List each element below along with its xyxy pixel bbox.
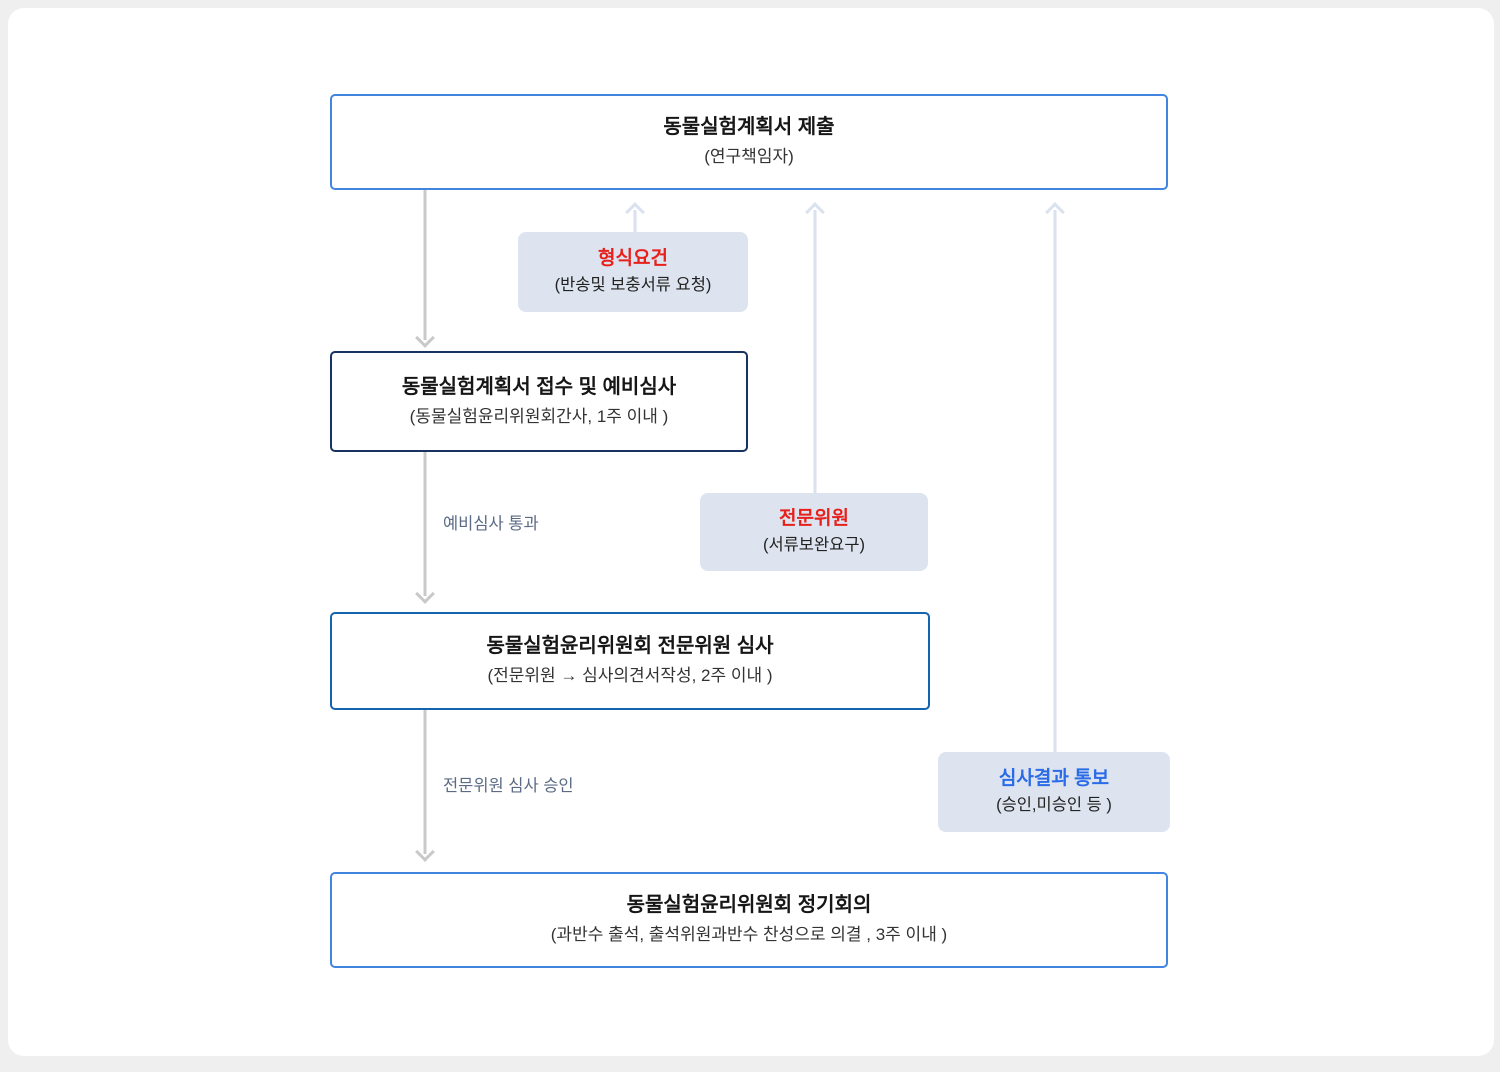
arrow-head-icon bbox=[415, 584, 435, 604]
arrow-head-icon bbox=[805, 202, 825, 222]
up-arrow-icon bbox=[805, 202, 825, 493]
down-arrow-icon bbox=[415, 190, 435, 348]
arrow-head-icon bbox=[415, 842, 435, 862]
up-arrow-icon bbox=[625, 202, 645, 232]
box-subtitle: (동물실험윤리위원회간사, 1주 이내 ) bbox=[409, 406, 669, 426]
up-arrow-icon bbox=[1045, 202, 1065, 752]
down-arrow-icon bbox=[415, 452, 435, 604]
arrow-head-icon bbox=[625, 202, 645, 222]
box-title: 동물실험계획서 접수 및 예비심사 bbox=[401, 375, 677, 398]
box-expert-committee-review: 동물실험윤리위원회 전문위원 심사 (전문위원 → 심사의견서작성, 2주 이내… bbox=[330, 612, 930, 710]
callout-subtitle: (서류보완요구) bbox=[762, 536, 866, 555]
box-title: 동물실험윤리위원회 전문위원 심사 bbox=[486, 635, 774, 658]
callout-review-result-notice: 심사결과 통보 (승인,미승인 등 ) bbox=[938, 752, 1170, 832]
arrow-line bbox=[1053, 210, 1057, 752]
arrow-head-icon bbox=[415, 328, 435, 348]
edge-label-expert-approval: 전문위원 심사 승인 bbox=[443, 777, 574, 795]
callout-title: 전문위원 bbox=[779, 507, 849, 529]
arrow-line bbox=[633, 210, 637, 232]
box-regular-committee-meeting: 동물실험윤리위원회 정기회의 (과반수 출석, 출석위원과반수 찬성으로 의결 … bbox=[330, 872, 1168, 968]
box-plan-submission: 동물실험계획서 제출 (연구책임자) bbox=[330, 94, 1168, 190]
box-subtitle: (연구책임자) bbox=[704, 147, 794, 167]
callout-subtitle: (반송및 보충서류 요청) bbox=[554, 276, 712, 295]
callout-title: 심사결과 통보 bbox=[998, 767, 1110, 789]
box-receipt-preliminary-review: 동물실험계획서 접수 및 예비심사 (동물실험윤리위원회간사, 1주 이내 ) bbox=[330, 351, 748, 452]
callout-expert-member: 전문위원 (서류보완요구) bbox=[700, 493, 928, 571]
arrow-line bbox=[423, 710, 427, 854]
arrow-line bbox=[813, 210, 817, 493]
callout-title: 형식요건 bbox=[598, 247, 668, 269]
down-arrow-icon bbox=[415, 710, 435, 862]
arrow-head-icon bbox=[1045, 202, 1065, 222]
box-subtitle: (전문위원 → 심사의견서작성, 2주 이내 ) bbox=[487, 666, 773, 686]
arrow-line bbox=[423, 190, 427, 340]
box-title: 동물실험윤리위원회 정기회의 bbox=[626, 894, 872, 917]
edge-label-preliminary-pass: 예비심사 통과 bbox=[443, 515, 539, 533]
callout-formal-requirements: 형식요건 (반송및 보충서류 요청) bbox=[518, 232, 748, 312]
box-title: 동물실험계획서 제출 bbox=[663, 116, 835, 139]
callout-subtitle: (승인,미승인 등 ) bbox=[996, 796, 1112, 815]
box-subtitle: (과반수 출석, 출석위원과반수 찬성으로 의결 , 3주 이내 ) bbox=[550, 925, 948, 945]
arrow-line bbox=[423, 452, 427, 596]
